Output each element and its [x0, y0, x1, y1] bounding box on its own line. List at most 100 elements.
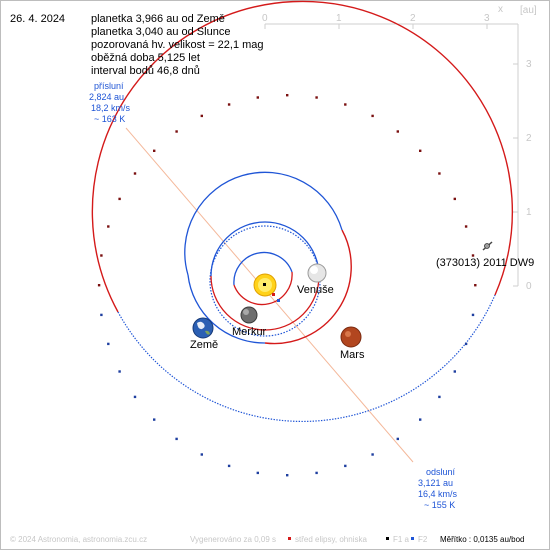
- perihelion-distance: 2,824 au: [89, 92, 124, 102]
- mars-icon: [340, 326, 362, 348]
- perihelion-speed: 18,2 km/s: [91, 103, 131, 113]
- y-tick-0: 0: [526, 281, 532, 292]
- orbit-point: [118, 370, 121, 373]
- right-axis: [513, 24, 519, 287]
- asteroid-orbit-north: [91, 0, 514, 313]
- x-tick-3: 3: [484, 13, 490, 24]
- earth-icon: [192, 317, 214, 339]
- legend-f2-marker: [411, 537, 414, 540]
- orbit-point: [371, 453, 374, 456]
- venus-orbit-blue: [210, 221, 320, 277]
- orbit-point: [107, 225, 110, 228]
- info-line-earth-distance: planetka 3,966 au od Země: [91, 13, 225, 25]
- x-axis-label: x: [498, 4, 503, 15]
- info-line-orbital-period: oběžná doba 5,125 let: [91, 52, 200, 64]
- asteroid-orbit-south: [117, 294, 496, 422]
- orbit-point: [153, 418, 156, 421]
- orbit-point: [474, 284, 477, 287]
- mars-label: Mars: [340, 349, 365, 361]
- asteroid-orbit-points: [97, 94, 477, 477]
- orbit-point: [100, 254, 103, 257]
- orbit-point: [315, 96, 318, 99]
- orbit-point: [153, 149, 156, 152]
- legend-center-marker: [288, 537, 291, 540]
- asteroid-marker-icon: [482, 241, 493, 251]
- orbit-point: [453, 370, 456, 373]
- date-label: 26. 4. 2024: [10, 13, 65, 25]
- orbit-point: [200, 453, 203, 456]
- legend-f1-marker: [386, 537, 389, 540]
- footer-legend-f1: F1 a: [393, 535, 410, 544]
- orbit-point: [453, 197, 456, 201]
- footer-legend-f2: F2: [418, 535, 428, 544]
- perihelion-temperature: ~ 163 K: [94, 114, 125, 124]
- aphelion-temperature: ~ 155 K: [424, 500, 455, 510]
- mercury-icon: [240, 306, 258, 324]
- orbit-point: [464, 342, 468, 346]
- focus-f2-marker: [277, 299, 280, 302]
- unit-label: [au]: [520, 5, 537, 16]
- orbit-point: [419, 418, 422, 421]
- orbit-point: [396, 437, 399, 441]
- orbit-point: [175, 130, 178, 133]
- orbit-point: [344, 464, 347, 468]
- orbit-point: [286, 94, 289, 97]
- asteroid-label: (373013) 2011 DW9: [436, 257, 534, 269]
- orbit-point: [464, 225, 468, 228]
- orbit-point: [227, 103, 231, 106]
- earth-label: Země: [190, 339, 218, 351]
- mars-orbit-red: [264, 229, 352, 345]
- sun-icon: [253, 273, 277, 297]
- info-line-magnitude: pozorovaná hv. velikost = 22,1 mag: [91, 39, 264, 51]
- aphelion-distance: 3,121 au: [418, 478, 453, 488]
- venus-label: Venuše: [297, 284, 334, 296]
- x-tick-2: 2: [410, 13, 416, 24]
- orbit-point: [118, 197, 121, 201]
- info-line-point-interval: interval bodů 46,8 dnů: [91, 65, 200, 77]
- orbit-point: [227, 464, 231, 468]
- orbit-point: [315, 471, 318, 475]
- orbit-point: [438, 395, 441, 399]
- y-tick-2: 2: [526, 133, 532, 144]
- y-tick-1: 1: [526, 207, 532, 218]
- top-axis: [264, 23, 518, 29]
- venus-icon: [307, 263, 327, 283]
- venus-orbit-red: [210, 275, 320, 331]
- mercury-orbit-red: [233, 271, 293, 306]
- orbit-point: [256, 96, 259, 99]
- footer-legend-center: střed elipsy, ohniska: [295, 535, 367, 544]
- orbit-point: [371, 114, 374, 118]
- orbit-point: [344, 103, 347, 106]
- ellipse-center-marker: [272, 293, 275, 296]
- aphelion-speed: 16,4 km/s: [418, 489, 458, 499]
- x-tick-1: 1: [336, 13, 342, 24]
- orbit-point: [286, 474, 289, 477]
- footer-scale: Měřítko : 0,0135 au/bod: [440, 535, 525, 544]
- mars-orbit-blue-upper: [184, 171, 343, 276]
- mercury-orbit-blue: [233, 251, 293, 286]
- orbit-point: [100, 313, 103, 317]
- orbit-point: [200, 114, 203, 118]
- orbit-point: [396, 130, 399, 133]
- mars-orbit-blue-lower: [187, 274, 266, 344]
- footer-copyright: © 2024 Astronomia, astronomia.zcu.cz: [10, 535, 147, 544]
- orbit-point: [438, 172, 441, 175]
- orbit-point: [133, 395, 137, 399]
- y-tick-3: 3: [526, 59, 532, 70]
- x-tick-0: 0: [262, 13, 268, 24]
- orbit-point: [471, 313, 475, 317]
- perihelion-title: přísluní: [94, 81, 124, 91]
- orbit-point: [419, 149, 422, 152]
- footer-generated: Vygenerováno za 0,09 s: [190, 535, 276, 544]
- orbit-point: [133, 172, 137, 175]
- aphelion-title: odsluní: [426, 467, 456, 477]
- orbit-point: [471, 254, 475, 257]
- orbit-point: [97, 284, 101, 287]
- info-line-sun-distance: planetka 3,040 au od Slunce: [91, 26, 230, 38]
- orbit-point: [256, 471, 259, 475]
- orbit-point: [175, 437, 178, 441]
- orbit-point: [107, 342, 110, 346]
- mercury-label: Merkur: [232, 326, 267, 338]
